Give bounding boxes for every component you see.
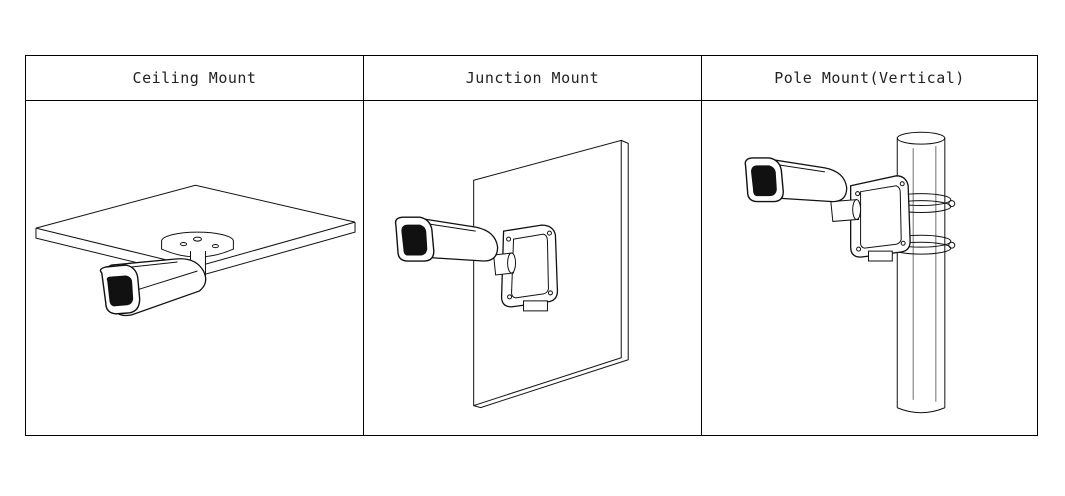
- header-ceiling-mount: Ceiling Mount: [26, 56, 364, 101]
- pole-camera: [745, 158, 846, 202]
- pole-junction-box: [851, 176, 910, 261]
- mount-table: Ceiling Mount Junction Mount Pole Mount(…: [25, 55, 1038, 436]
- junction-camera: [396, 217, 498, 261]
- ceiling-camera: [100, 259, 205, 316]
- header-junction-mount: Junction Mount: [364, 56, 702, 101]
- pole-mount-illustration: [702, 101, 1037, 435]
- junction-arm: [494, 253, 516, 275]
- junction-box: [502, 225, 558, 311]
- ceiling-mount-illustration: [26, 101, 364, 435]
- junction-mount-illustration: [364, 101, 702, 435]
- pole-arm: [831, 200, 861, 222]
- header-pole-mount: Pole Mount(Vertical): [702, 56, 1037, 101]
- pole: [897, 132, 945, 412]
